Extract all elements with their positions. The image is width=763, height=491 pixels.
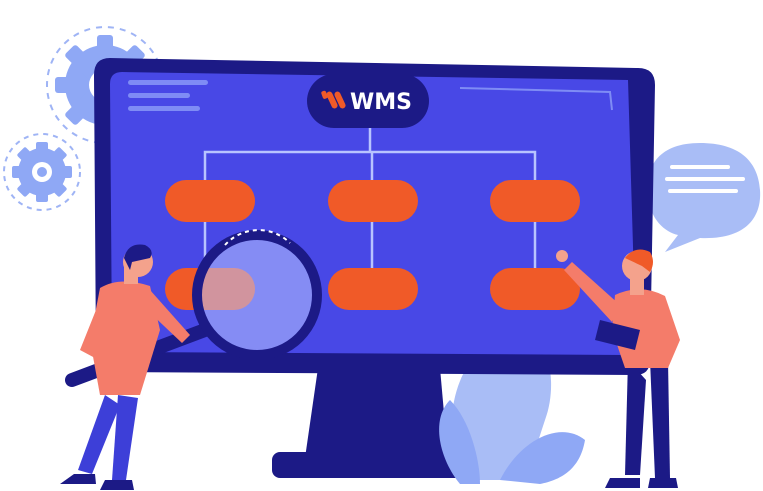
plant-decoration xyxy=(439,318,585,484)
logo-mark-icon xyxy=(321,90,346,109)
org-node-2 xyxy=(328,180,418,222)
logo-text: WMS xyxy=(350,90,412,115)
monitor-stand xyxy=(272,368,472,478)
person-right xyxy=(556,249,680,488)
org-node-3 xyxy=(490,180,580,222)
speech-bubble-icon xyxy=(647,143,761,252)
gear-icon-small xyxy=(3,133,81,211)
wms-logo: WMS xyxy=(307,74,429,128)
person-left xyxy=(60,244,190,490)
org-node-5 xyxy=(328,268,418,310)
org-node-6 xyxy=(490,268,580,310)
magnifying-glass-icon xyxy=(65,229,322,387)
org-node-1 xyxy=(165,180,255,222)
